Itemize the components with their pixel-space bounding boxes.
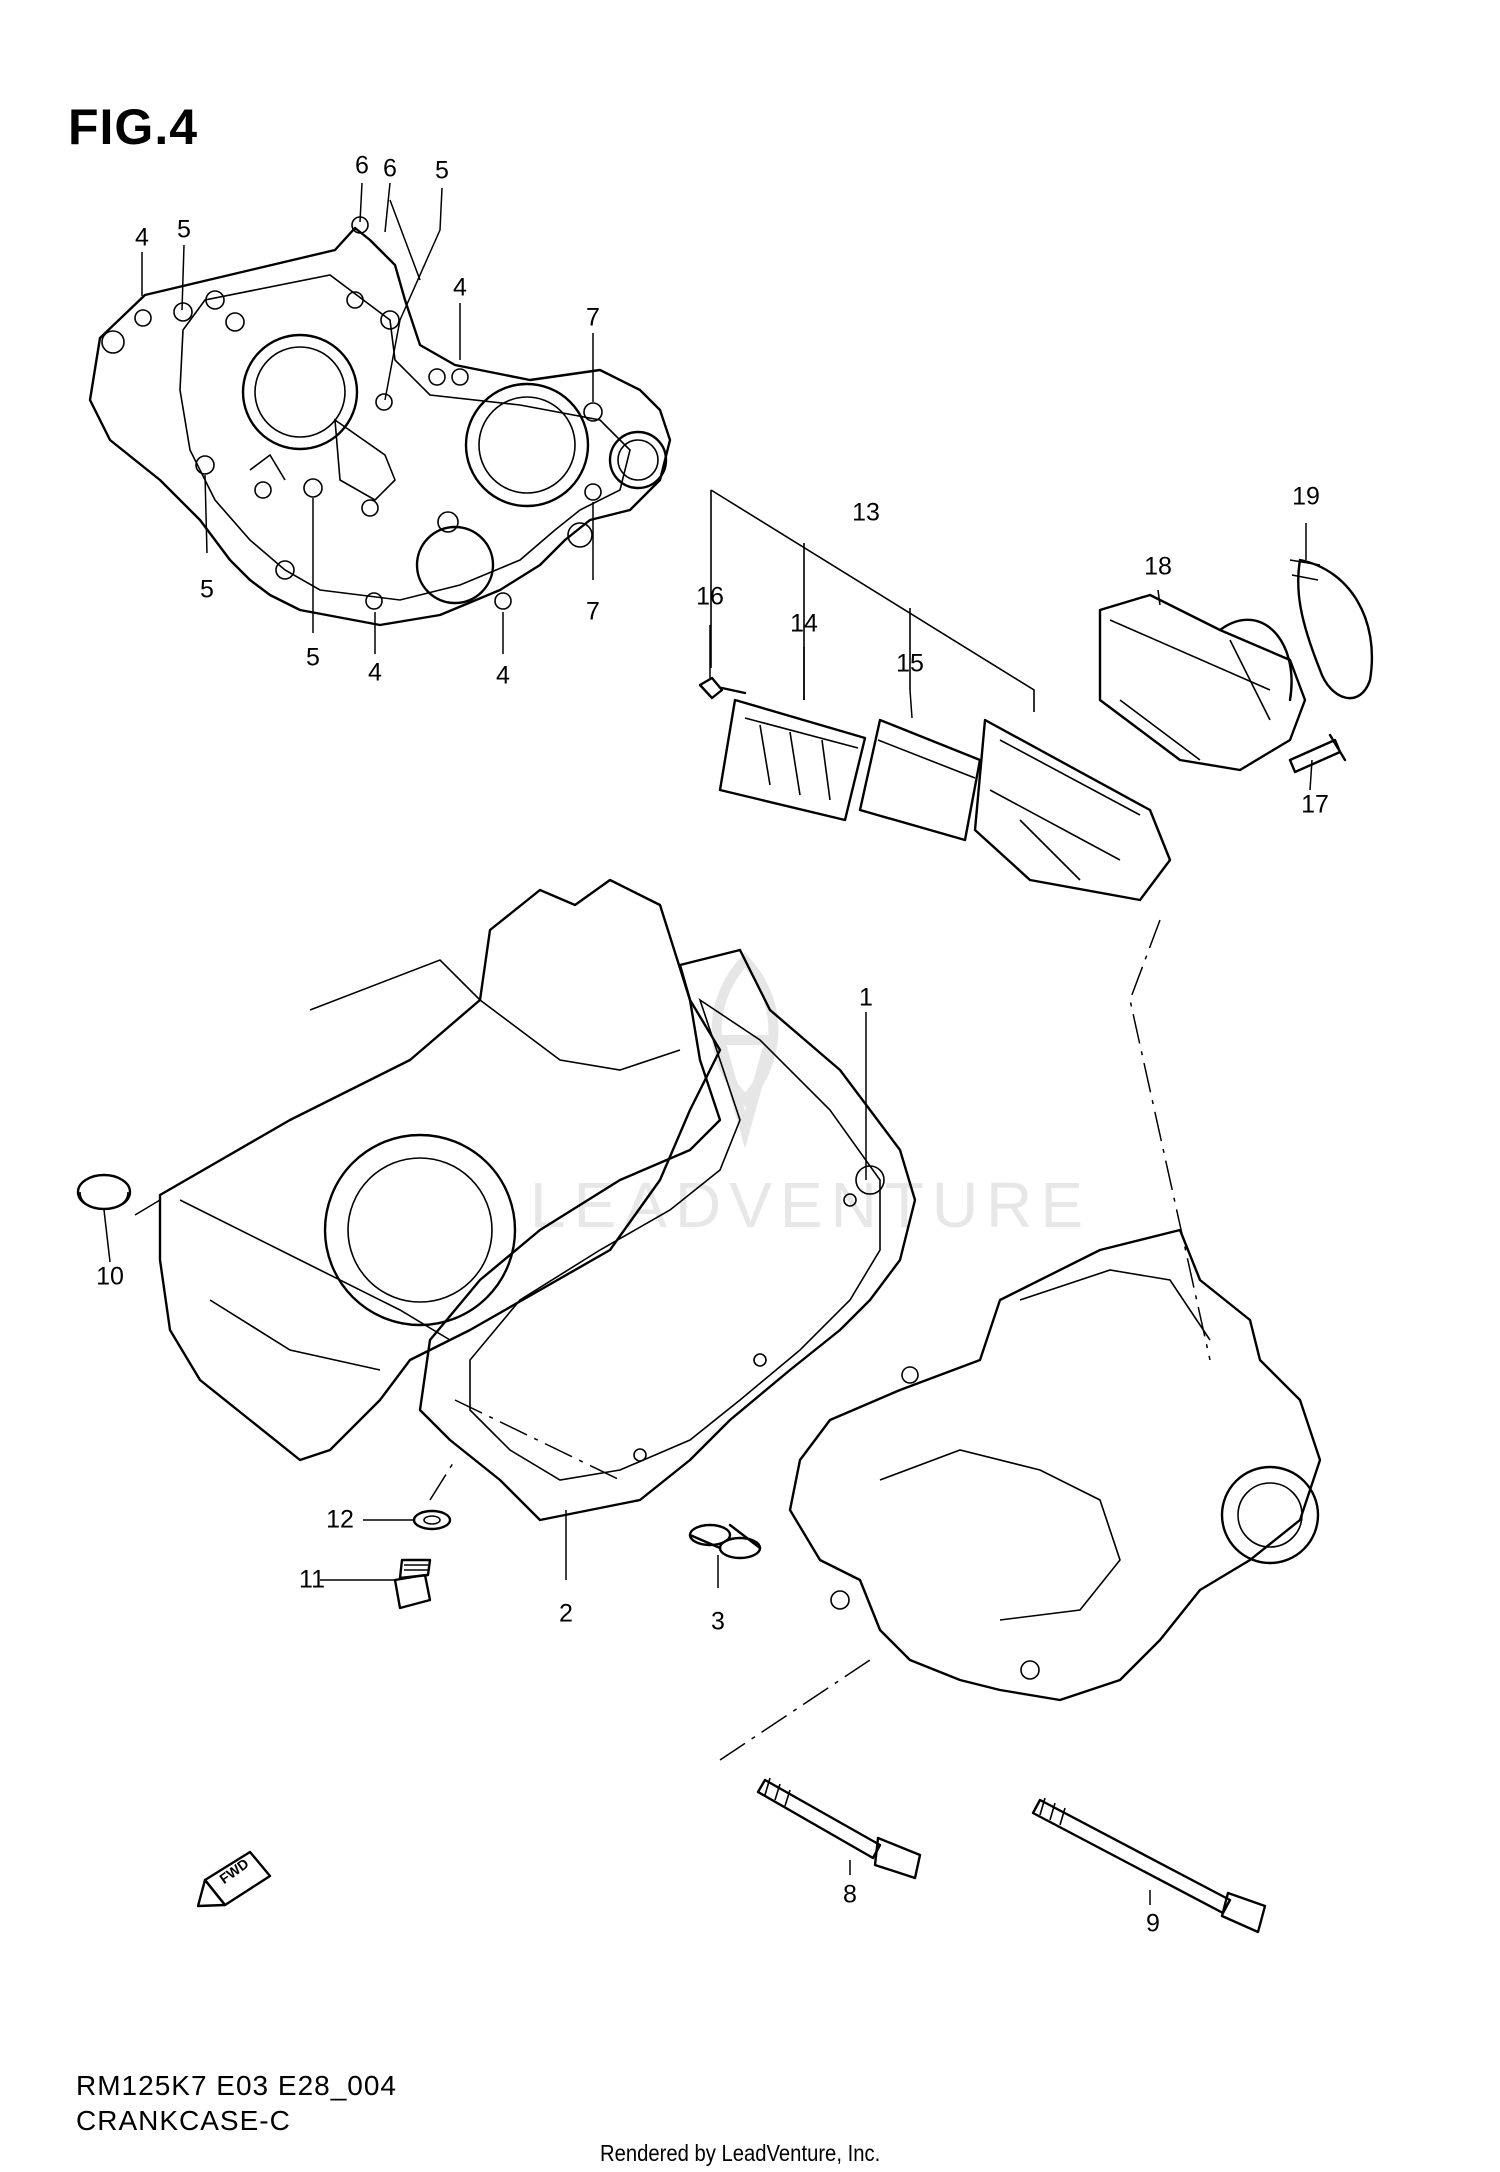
leader-lines [103,182,1313,1905]
diagram-name: CRANKCASE-C [76,2105,291,2136]
callout-label: 12 [326,1505,354,1534]
callout-label: 16 [696,582,724,611]
callout-label: 3 [711,1607,725,1636]
callout-label: 17 [1301,790,1329,819]
callout-label: 18 [1144,552,1172,581]
callout-label: 5 [177,215,191,244]
diagram-code: RM125K7 E03 E28_004 [76,2070,397,2101]
watermark-logo [711,952,779,1149]
callout-label: 14 [790,609,818,638]
callout-label: 4 [453,273,467,302]
callout-label: 19 [1292,482,1320,511]
callout-label: 5 [435,156,449,185]
callout-label: 6 [383,154,397,183]
crankcase-left-half [158,878,722,1462]
callout-label: 10 [96,1262,124,1291]
dowel-pin [688,1523,762,1560]
callout-label: 15 [896,649,924,678]
callout-label: 7 [586,303,600,332]
crankcase-right-half [788,1228,1322,1702]
callout-label: 11 [299,1565,325,1594]
figure-title: FIG.4 [68,99,199,155]
bolt-short [756,1777,922,1880]
gasket [418,948,917,1522]
callout-label: 13 [852,498,880,527]
watermark-text: LEADVENTURE [530,1169,1091,1241]
callout-label: 2 [559,1599,573,1628]
footer-credit: Rendered by LeadVenture, Inc. [600,2140,881,2166]
callout-label: 1 [859,983,873,1012]
washer [412,1509,452,1531]
callout-label: 5 [200,575,214,604]
callout-label: 8 [843,1880,857,1909]
callout-label: 5 [306,643,320,672]
callout-label: 9 [1146,1909,1160,1938]
cap-plug [76,1173,132,1211]
drain-bolt [393,1558,432,1610]
crankcase-inner-view [88,216,672,627]
callout-label: 4 [135,223,149,252]
callout-label: 7 [586,597,600,626]
fwd-arrow-icon [196,1850,272,1908]
callout-label: 4 [368,658,382,687]
bolt-long [1031,1797,1267,1934]
callout-label: 4 [496,661,510,690]
callout-label: 6 [355,151,369,180]
